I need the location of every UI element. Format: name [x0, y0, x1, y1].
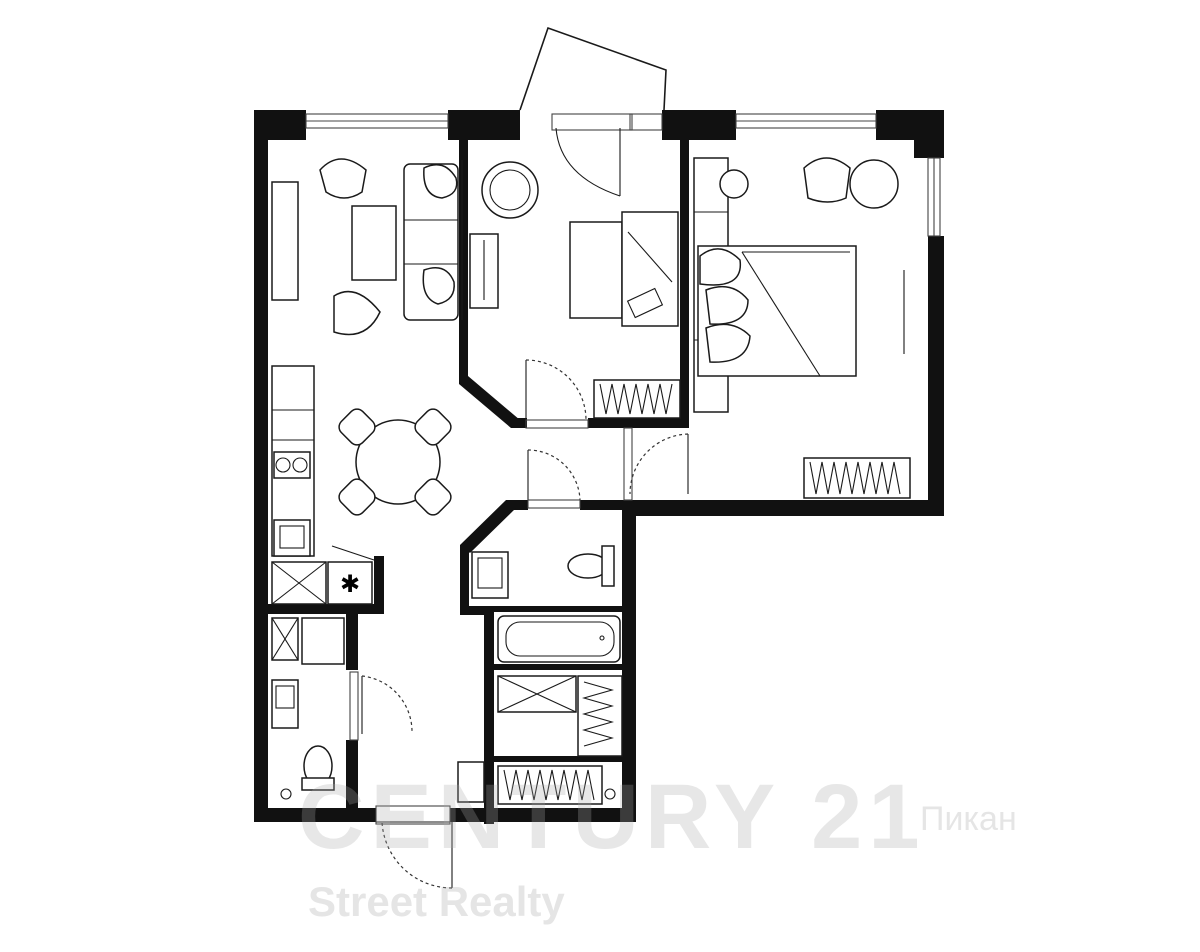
kitchen: ✱ — [271, 365, 375, 605]
interior-walls — [268, 140, 689, 824]
watermark-brand: CENTURY 21 — [298, 766, 926, 868]
outer-walls — [254, 110, 944, 822]
dining-set — [338, 408, 452, 516]
study-furniture — [469, 161, 681, 419]
watermark-tagline: Street Realty — [308, 878, 565, 925]
svg-text:✱: ✱ — [340, 570, 360, 598]
watermark-city: Пикан — [920, 800, 1017, 838]
toilet-room-left — [271, 617, 345, 800]
bathroom-fixtures — [457, 545, 623, 805]
bedroom-furniture — [693, 157, 911, 499]
living-furniture — [271, 158, 463, 336]
balcony-door — [519, 26, 667, 197]
windows — [305, 113, 941, 237]
doors — [349, 359, 689, 889]
